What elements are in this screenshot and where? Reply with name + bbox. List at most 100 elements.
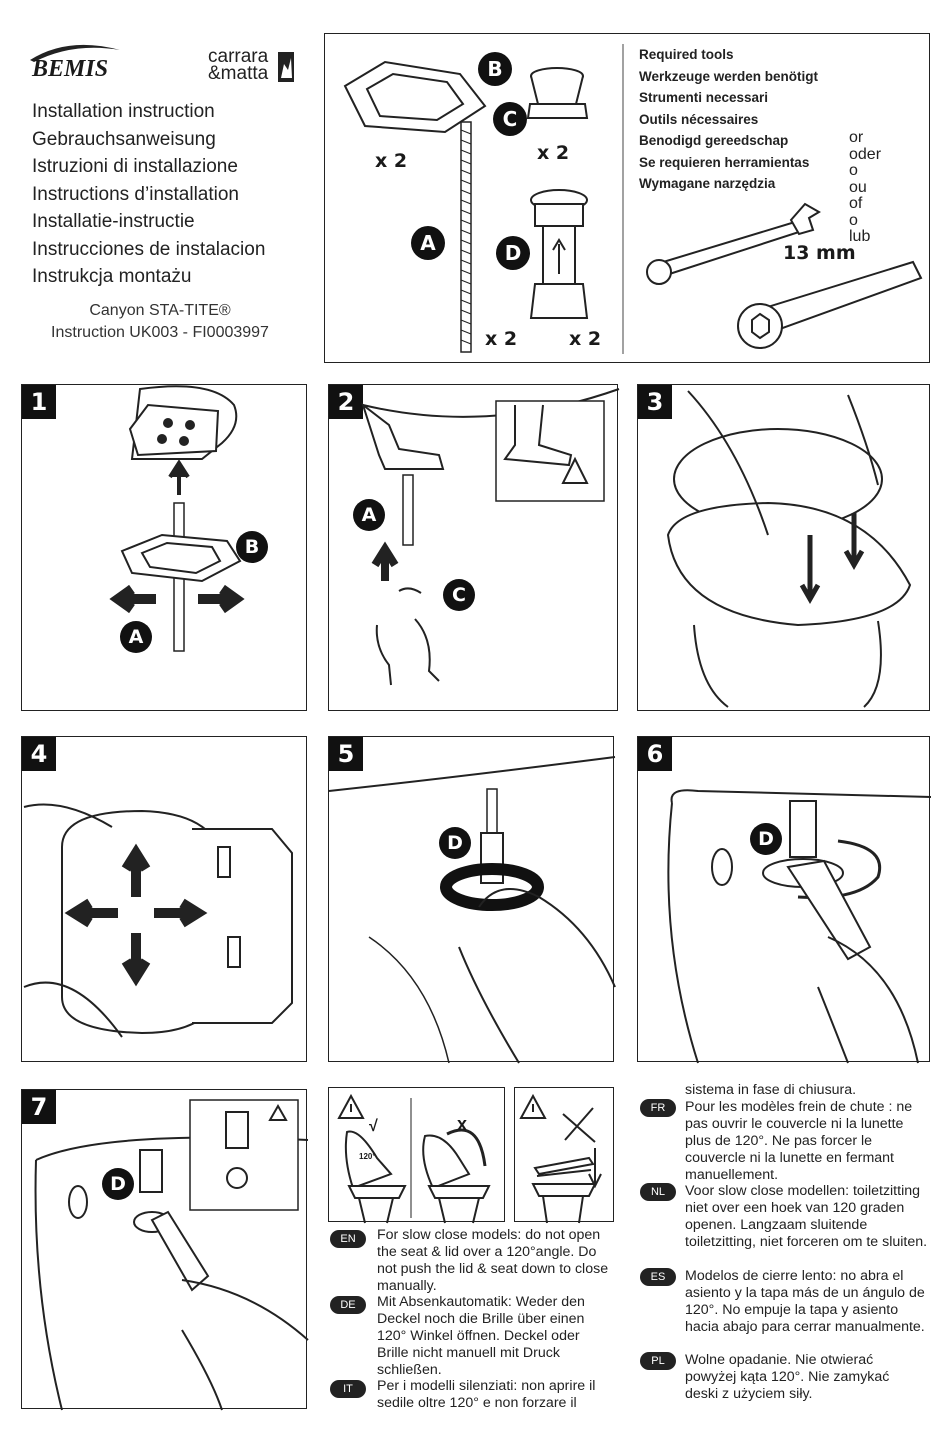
step-2-a-badge: A (353, 499, 385, 531)
or-es: o (849, 211, 858, 229)
step-1-a-badge: A (120, 621, 152, 653)
step-5-number: 5 (329, 737, 363, 771)
part-a-label: A (420, 231, 436, 255)
step-1-panel: 1 B A (21, 384, 307, 711)
part-c-badge: C (493, 102, 527, 136)
angle-label: 120° (359, 1152, 376, 1161)
lang-badge-de: DE (330, 1296, 366, 1314)
lion-emblem-icon (278, 52, 294, 82)
or-fr: ou (849, 178, 867, 196)
or-de: oder (849, 145, 882, 163)
step-3-panel: 3 (637, 384, 930, 711)
part-b-badge: B (478, 52, 512, 86)
bemis-swoosh-icon (30, 44, 120, 62)
part-a-badge: A (411, 226, 445, 260)
step-1-b-badge: B (236, 531, 268, 563)
part-b-label: B (487, 57, 503, 81)
note-es: Modelos de cierre lento: no abra el asie… (685, 1268, 925, 1335)
cross-mark-icon: x (457, 1114, 468, 1134)
step-1-a-label: A (128, 626, 144, 648)
title-fr: Instructions d’installation (32, 183, 239, 205)
tools-it: Strumenti necessari (639, 90, 769, 105)
or-nl: of (849, 195, 863, 212)
step-4-illustration (23, 803, 293, 1038)
step-5-d-badge: D (439, 827, 471, 859)
open-wrench-icon (646, 202, 821, 285)
step-6-number: 6 (638, 737, 672, 771)
lang-badge-pl: PL (640, 1352, 676, 1370)
step-7-d-label: D (110, 1173, 126, 1195)
note-fr: Pour les modèles frein de chute : ne pas… (685, 1099, 913, 1183)
title-pl: Instrukcja montażu (32, 266, 192, 287)
step-6-d-badge: D (750, 823, 782, 855)
part-d-label: D (504, 241, 522, 265)
lang-badge-fr: FR (640, 1099, 676, 1117)
parts-illustration (343, 44, 923, 354)
tools-fr: Outils nécessaires (639, 111, 759, 127)
expander-bolt-icon (529, 189, 589, 319)
ring-spanner-icon (737, 260, 923, 349)
cone-washer-icon (526, 67, 589, 119)
tools-pl: Wymagane narzędzia (639, 176, 776, 191)
step-7-number: 7 (22, 1090, 56, 1124)
part-c-label: C (502, 107, 518, 131)
bemis-logo: BEMIS (28, 38, 128, 86)
or-en: or (849, 129, 864, 146)
or-it: o (849, 162, 858, 179)
carrara-matta-logo: carrara &matta (208, 46, 298, 88)
title-list: Installation instruction Gebrauchsanweis… (32, 98, 312, 291)
bemis-wordmark: BEMIS (32, 56, 109, 82)
threaded-rod-icon (460, 121, 472, 353)
lang-badge-es: ES (640, 1268, 676, 1286)
warning-close-panel (514, 1087, 614, 1224)
carrara-wordmark: carrara (208, 46, 269, 67)
step-5-illustration (328, 756, 616, 1064)
note-pl: Wolne opadanie. Nie otwierać powyżej kąt… (685, 1352, 890, 1402)
check-mark-icon: √ (369, 1118, 378, 1135)
warning-close-illustration (519, 1093, 602, 1224)
step-4-panel: 4 (21, 736, 307, 1062)
product-name: Canyon STA-TITE® (89, 302, 231, 319)
step-1-illustration (109, 385, 245, 652)
tools-de: Werkzeuge werden benötigt (639, 68, 819, 84)
qty-c: x 2 (537, 142, 570, 164)
lang-badge-en: EN (330, 1230, 366, 1248)
title-nl: Installatie-instructie (32, 211, 195, 232)
matta-wordmark: &matta (208, 63, 269, 84)
title-de: Gebrauchsanweisung (32, 128, 216, 150)
step-1-number: 1 (22, 385, 56, 419)
note-en: For slow close models: do not open the s… (377, 1227, 609, 1294)
part-d-badge: D (496, 236, 530, 270)
parts-panel: B C A D x 2 x 2 x 2 x 2 Required tools W… (324, 33, 930, 363)
or-words-list: or oder o ou of o lub (849, 129, 882, 246)
qty-b: x 2 (375, 150, 408, 172)
step-2-illustration (361, 388, 620, 686)
product-block: Canyon STA-TITE® Instruction UK003 - FI0… (20, 300, 300, 344)
warning-angle-illustration (337, 1093, 491, 1224)
washer-plate-icon (343, 60, 487, 134)
step-4-number: 4 (22, 737, 56, 771)
title-it: Istruzioni di installazione (32, 156, 238, 177)
lang-badge-it: IT (330, 1380, 366, 1398)
note-nl: Voor slow close modellen: toiletzitting … (685, 1183, 928, 1250)
step-2-c-label: C (452, 584, 466, 606)
note-it: Per i modelli silenziati: non aprire il … (377, 1378, 596, 1411)
step-2-number: 2 (329, 385, 363, 419)
step-5-d-label: D (447, 832, 463, 854)
step-3-illustration (666, 390, 912, 708)
instruction-code: Instruction UK003 - FI0003997 (51, 324, 269, 341)
required-tools-list: Required tools Werkzeuge werden benötigt… (639, 44, 818, 195)
step-6-d-label: D (758, 828, 774, 850)
qty-a: x 2 (485, 328, 518, 350)
wrench-size: 13 mm (783, 242, 856, 264)
step-6-panel: 6 D (637, 736, 932, 1064)
step-6-illustration (667, 789, 932, 1064)
title-en: Installation instruction (32, 101, 215, 122)
note-it-continued: sistema in fase di chiusura. (685, 1082, 857, 1098)
title-es: Instrucciones de instalacion (32, 238, 266, 260)
tools-nl: Benodigd gereedschap (639, 133, 789, 148)
step-7-panel: 7 D (21, 1089, 309, 1411)
step-1-b-label: B (244, 536, 260, 558)
note-de: Mit Absenkautomatik: Weder den Deckel no… (377, 1294, 585, 1378)
step-7-d-badge: D (102, 1168, 134, 1200)
